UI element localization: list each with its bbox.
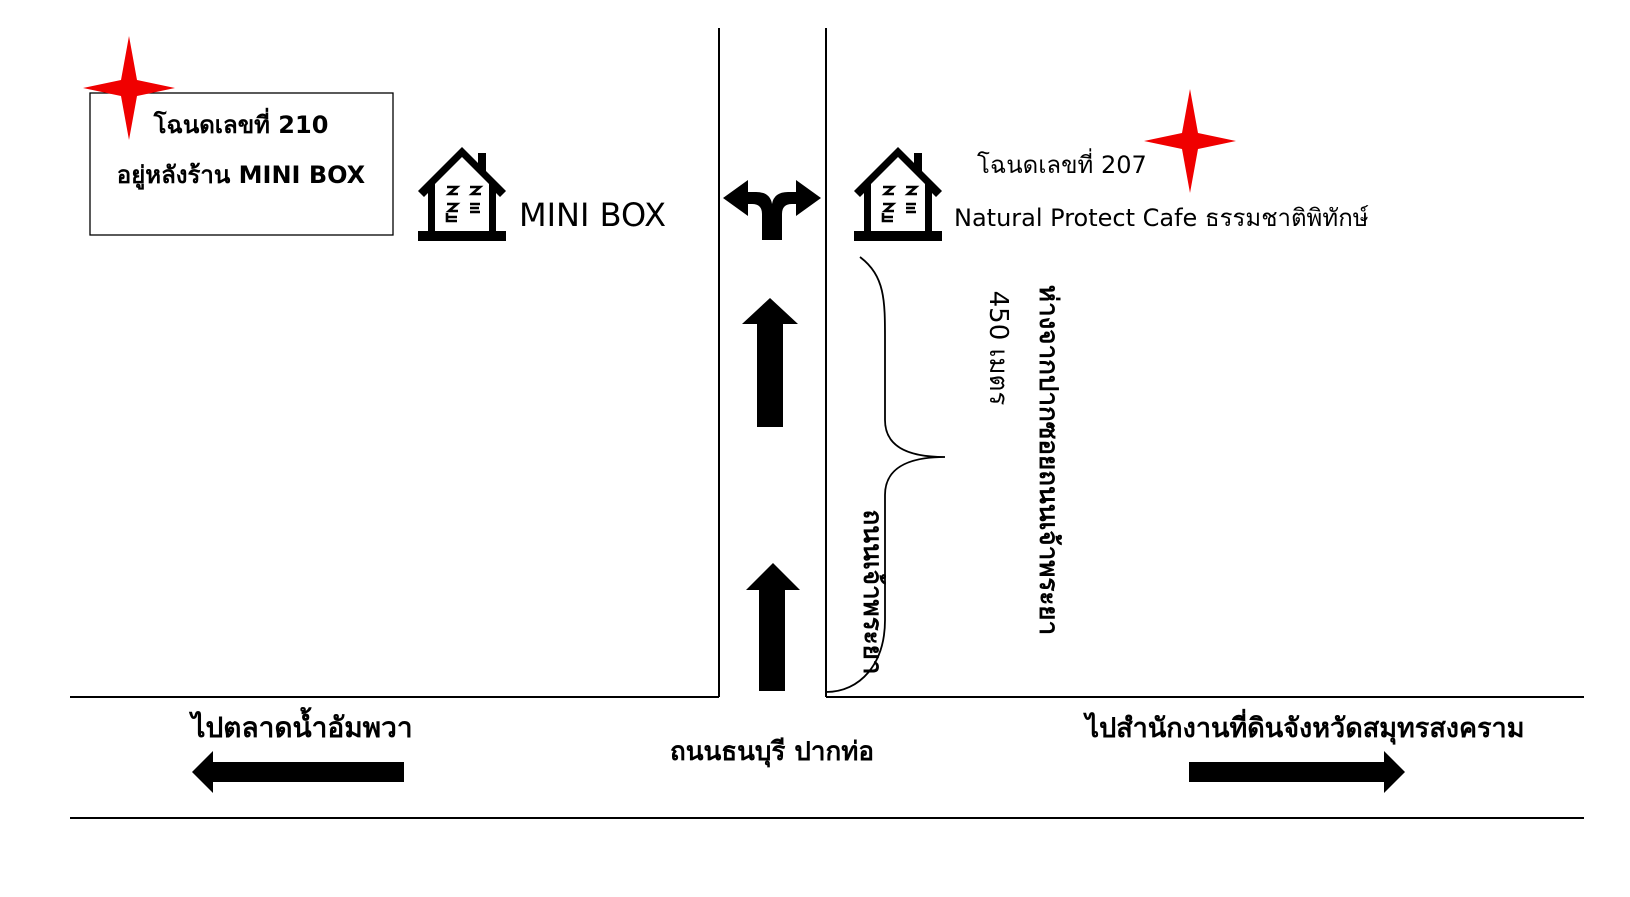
note-box [89, 92, 394, 236]
t-junction-icon [723, 180, 821, 240]
plot-207-label: โฉนดเลขที่ 207 [977, 148, 1147, 179]
minibox-label: MINI BOX [519, 196, 666, 234]
cafe-label: Natural Protect Cafe ธรรมชาติพิทักษ์ [954, 204, 1369, 232]
main-road [70, 696, 1584, 819]
minibox-house-icon [416, 145, 508, 243]
plot-207-marker-icon [1144, 89, 1236, 193]
behind-minibox-label: อยู่หลังร้าน MINI BOX [117, 161, 366, 190]
left-arrow-icon [192, 751, 404, 793]
side-road-name-label: ถนนเจ้าพระยา [857, 510, 887, 675]
main-road-name-label: ถนนธนบุรี ปากท่อ [670, 737, 874, 768]
right-arrow-icon [1189, 751, 1405, 793]
side-road [718, 28, 827, 697]
curly-brace-icon [825, 256, 946, 693]
plot-210-note: โฉนดเลขที่ 210 อยู่หลังร้าน MINI BOX [89, 92, 394, 236]
distance-value-label: 450 เมตร [983, 291, 1013, 406]
to-floating-market-label: ไปตลาดน้ำอัมพวา [188, 706, 412, 744]
cafe-house-icon [852, 145, 944, 243]
distance-from-entrance-label: ห่างจากปากซอยถนนเจ้าพระยา [1033, 285, 1063, 635]
plot-210-label: โฉนดเลขที่ 210 [153, 107, 329, 139]
up-arrow-icon [742, 298, 798, 427]
to-land-office-label: ไปสำนักงานที่ดินจังหวัดสมุทรสงคราม [1082, 708, 1524, 745]
up-arrow-icon [746, 563, 800, 691]
